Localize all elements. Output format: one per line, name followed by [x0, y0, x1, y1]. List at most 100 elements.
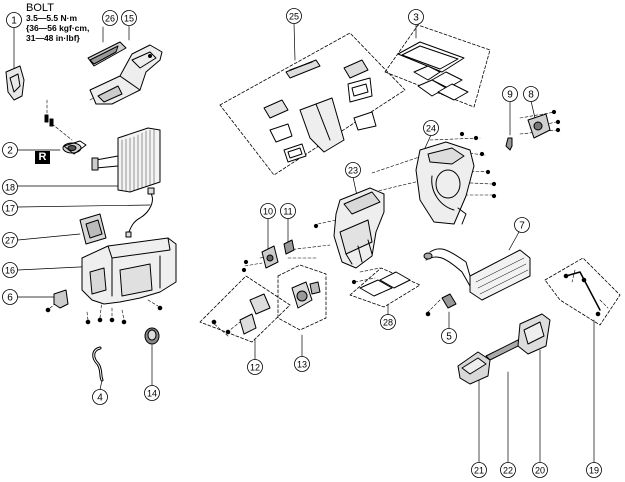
callout-5: 5 [441, 328, 457, 344]
callout-4: 4 [92, 389, 108, 405]
part-10-actuator [261, 245, 279, 269]
callout-21: 21 [471, 462, 487, 478]
callout-number: 17 [5, 204, 15, 214]
replace-badge: R [35, 151, 50, 164]
callout-27: 27 [2, 232, 18, 248]
callout-15: 15 [121, 10, 137, 26]
bolt-note-title: BOLT [26, 2, 54, 14]
group-outline-13 [277, 264, 327, 331]
bolt-note-torque-kgf: {36—56 kgf·cm, [26, 23, 90, 33]
callout-6: 6 [2, 289, 18, 305]
callout-number: 10 [263, 207, 273, 217]
part-1-seal [5, 65, 25, 101]
bolt-torque-note: BOLT 3.5—5.5 N·m {36—56 kgf·cm, 31—48 in… [26, 2, 90, 44]
callout-number: 1 [11, 16, 17, 27]
part-2-expansion-valve [62, 140, 87, 155]
callout-1: 1 [6, 12, 22, 28]
callout-17: 17 [2, 200, 18, 216]
callout-26: 26 [102, 10, 118, 26]
part-7-heater-core [423, 248, 531, 301]
part-13-motor [291, 281, 321, 309]
callout-number: 13 [297, 360, 307, 370]
group-outline-25 [219, 32, 406, 176]
part-23-heater-unit [333, 187, 385, 269]
callout-20: 20 [532, 462, 548, 478]
callout-number: 7 [519, 221, 525, 232]
part-12-module [211, 293, 271, 335]
callout-7: 7 [514, 217, 530, 233]
part-3-filter-housing [397, 41, 469, 101]
callout-number: 19 [589, 466, 599, 476]
callout-13: 13 [294, 356, 310, 372]
callout-number: 22 [503, 466, 513, 476]
part-18-evaporator [91, 127, 161, 193]
callout-number: 23 [348, 166, 358, 176]
callout-number: 9 [507, 90, 513, 101]
callout-number: 20 [535, 466, 545, 476]
part-15-upper-case [89, 44, 163, 105]
callout-number: 4 [97, 393, 103, 404]
callout-2: 2 [2, 142, 18, 158]
part-24-blower-housing [415, 141, 475, 225]
group-outline-12 [199, 275, 291, 343]
part-6-bracket [53, 289, 69, 309]
callout-22: 22 [500, 462, 516, 478]
callout-11: 11 [280, 203, 296, 219]
part-21-duct [457, 351, 491, 385]
part-28-filter-set [359, 271, 411, 297]
callout-23: 23 [345, 162, 361, 178]
callout-10: 10 [260, 203, 276, 219]
part-8-actuator [527, 113, 551, 139]
callout-number: 11 [283, 207, 292, 217]
callout-leaders [13, 22, 595, 463]
callout-number: 2 [7, 146, 13, 157]
bolt-pair [44, 114, 54, 127]
callout-number: 28 [383, 318, 393, 328]
callout-number: 16 [5, 266, 15, 276]
callout-19: 19 [586, 462, 602, 478]
part-4-drain-hose [92, 346, 104, 382]
bolt-note-torque-nm: 3.5—5.5 N·m [26, 13, 78, 23]
callout-24: 24 [423, 120, 439, 136]
callout-number: 14 [147, 389, 157, 399]
callout-18: 18 [2, 179, 18, 195]
part-19-linkage [563, 271, 601, 317]
callout-number: 3 [413, 13, 419, 24]
callout-8: 8 [523, 86, 539, 102]
part-11-clip [283, 239, 295, 255]
callout-12: 12 [247, 359, 263, 375]
callout-number: 18 [5, 183, 15, 193]
callout-16: 16 [2, 262, 18, 278]
part-17-thermistor [125, 187, 155, 238]
screws-lower-case [45, 305, 163, 325]
callout-14: 14 [144, 385, 160, 401]
screws-unit [241, 109, 561, 285]
part-14-grommet [144, 327, 160, 345]
callout-9: 9 [502, 86, 518, 102]
part-26-pad [87, 41, 127, 67]
part-27-insulator [79, 213, 107, 245]
part-5-valve [425, 293, 457, 317]
callout-number: 5 [446, 332, 452, 343]
callout-3: 3 [408, 9, 424, 25]
callout-number: 15 [124, 14, 134, 24]
callout-28: 28 [380, 314, 396, 330]
group-outline-28 [349, 267, 421, 308]
callout-number: 12 [250, 363, 260, 373]
group-outline-19 [544, 257, 621, 326]
callout-number: 8 [528, 90, 534, 101]
part-20-duct [517, 313, 551, 355]
callout-number: 21 [474, 466, 484, 476]
callout-number: 27 [5, 236, 15, 246]
part-25-mode-door-set [263, 59, 377, 163]
callout-25: 25 [286, 8, 302, 24]
callout-number: 24 [426, 124, 436, 134]
part-9-sensor [505, 137, 513, 151]
callout-number: 26 [105, 14, 115, 24]
callout-number: 6 [7, 293, 13, 304]
callout-number: 25 [289, 12, 299, 22]
part-16-lower-case [81, 237, 177, 305]
bolt-note-torque-inlbf: 31—48 in·lbf} [26, 33, 80, 43]
